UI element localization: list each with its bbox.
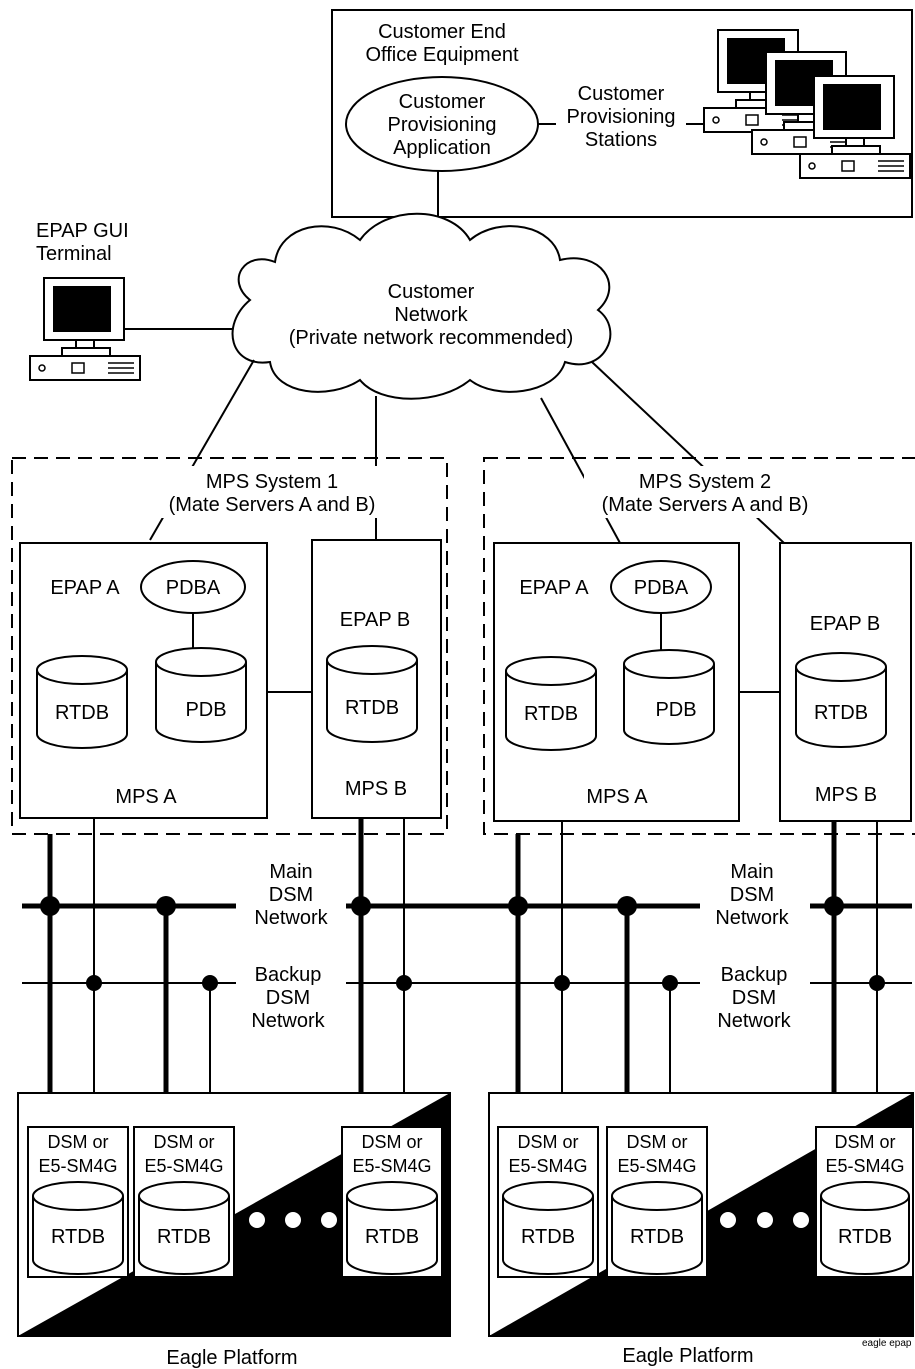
mps2-name-b: MPS B (815, 784, 877, 806)
network-line3: (Private network recommended) (289, 327, 574, 349)
main-dsm-1-line1: Main (269, 861, 312, 883)
backup-dsm-2-line1: Backup (721, 964, 788, 986)
mps2-title-line2: (Mate Servers A and B) (602, 494, 809, 516)
mps2-epap-a: EPAP A (519, 577, 589, 599)
customer-network-cloud: Customer Network (Private network recomm… (231, 212, 612, 400)
dsm-card: DSM or E5-SM4G RTDB (815, 1126, 914, 1278)
card-line2: E5-SM4G (352, 1156, 431, 1176)
backup-dsm-2-line2: DSM (732, 987, 776, 1009)
main-dsm-1-line2: DSM (269, 884, 313, 906)
mps1-name-b: MPS B (345, 778, 407, 800)
card-line2: E5-SM4G (825, 1156, 904, 1176)
card-rtdb: RTDB (630, 1226, 684, 1248)
mps1-rtdb-a: RTDB (55, 702, 109, 724)
stations-line2: Provisioning (567, 106, 676, 128)
backup-dsm-1-line2: DSM (266, 987, 310, 1009)
office-title-line1: Customer End (378, 21, 506, 43)
stations-line1: Customer (578, 83, 665, 105)
main-dsm-2-line1: Main (730, 861, 773, 883)
mps1-pdba: PDBA (166, 577, 221, 599)
mps-system-2: MPS System 2 (Mate Servers A and B) EPAP… (483, 457, 915, 835)
dsm-card: DSM or E5-SM4G RTDB (133, 1126, 235, 1278)
card-rtdb: RTDB (365, 1226, 419, 1248)
network-junction-dots (40, 896, 885, 991)
backup-dsm-1-line1: Backup (255, 964, 322, 986)
ellipsis-dots (249, 1212, 337, 1228)
corner-tag: eagle epap (862, 1338, 912, 1349)
epap-gui-terminal-icon (29, 277, 141, 381)
backup-dsm-network: Backup DSM Network Backup DSM Network (22, 962, 912, 1034)
mps1-name-a: MPS A (115, 786, 177, 808)
main-dsm-1-line3: Network (254, 907, 328, 929)
network-line1: Customer (388, 281, 475, 303)
card-line2: E5-SM4G (144, 1156, 223, 1176)
backup-dsm-1-line3: Network (251, 1010, 325, 1032)
card-rtdb: RTDB (51, 1226, 105, 1248)
mps1-epap-a: EPAP A (50, 577, 120, 599)
dsm-card: DSM or E5-SM4G RTDB (27, 1126, 129, 1278)
eagle-platform-1-label: Eagle Platform (166, 1347, 297, 1369)
dsm-card: DSM or E5-SM4G RTDB (606, 1126, 708, 1278)
mps-system-1: MPS System 1 (Mate Servers A and B) EPAP… (11, 457, 448, 835)
card-line1: DSM or (834, 1132, 895, 1152)
card-line1: DSM or (626, 1132, 687, 1152)
card-line1: DSM or (47, 1132, 108, 1152)
mps2-pdba: PDBA (634, 577, 689, 599)
main-dsm-network: Main DSM Network Main DSM Network (22, 858, 912, 930)
card-line2: E5-SM4G (38, 1156, 117, 1176)
backup-dsm-2-line3: Network (717, 1010, 791, 1032)
office-title-line2: Office Equipment (365, 44, 518, 66)
app-line1: Customer (399, 91, 486, 113)
mps2-title-line1: MPS System 2 (639, 471, 771, 493)
mps2-rtdb-b: RTDB (814, 702, 868, 724)
main-dsm-2-line2: DSM (730, 884, 774, 906)
mps1-rtdb-b: RTDB (345, 697, 399, 719)
mps1-pdb: PDB (185, 699, 226, 721)
backup-dsm-links (93, 818, 878, 1093)
dsm-card: DSM or E5-SM4G RTDB (341, 1126, 443, 1278)
epap-gui-line2: Terminal (36, 243, 112, 265)
card-line1: DSM or (153, 1132, 214, 1152)
app-line3: Application (393, 137, 491, 159)
card-rtdb: RTDB (157, 1226, 211, 1248)
card-rtdb: RTDB (838, 1226, 892, 1248)
card-line2: E5-SM4G (508, 1156, 587, 1176)
provisioning-station-icon (799, 75, 911, 179)
mps1-epap-b: EPAP B (340, 609, 410, 631)
mps1-title-line1: MPS System 1 (206, 471, 338, 493)
mps1-title-line2: (Mate Servers A and B) (169, 494, 376, 516)
card-rtdb: RTDB (521, 1226, 575, 1248)
ellipsis-dots (720, 1212, 809, 1228)
stations-line3: Stations (585, 129, 657, 151)
network-line2: Network (394, 304, 468, 326)
customer-end-office-box: Customer End Office Equipment Customer P… (331, 9, 913, 218)
card-line1: DSM or (517, 1132, 578, 1152)
mps2-name-a: MPS A (586, 786, 648, 808)
app-line2: Provisioning (388, 114, 497, 136)
card-line1: DSM or (361, 1132, 422, 1152)
epap-gui-line1: EPAP GUI (36, 220, 129, 242)
mps2-epap-b: EPAP B (810, 613, 880, 635)
main-dsm-links (47, 818, 837, 1093)
eagle-platform-2: DSM or E5-SM4G RTDB DSM or E5-SM4G RTDB … (488, 1092, 914, 1367)
mps2-pdb: PDB (655, 699, 696, 721)
dsm-card: DSM or E5-SM4G RTDB (497, 1126, 599, 1278)
main-dsm-2-line3: Network (715, 907, 789, 929)
mps2-rtdb-a: RTDB (524, 703, 578, 725)
card-line2: E5-SM4G (617, 1156, 696, 1176)
eagle-platform-2-label: Eagle Platform (622, 1345, 753, 1367)
eagle-platform-1: DSM or E5-SM4G RTDB DSM or E5-SM4G RTDB … (17, 1092, 451, 1369)
